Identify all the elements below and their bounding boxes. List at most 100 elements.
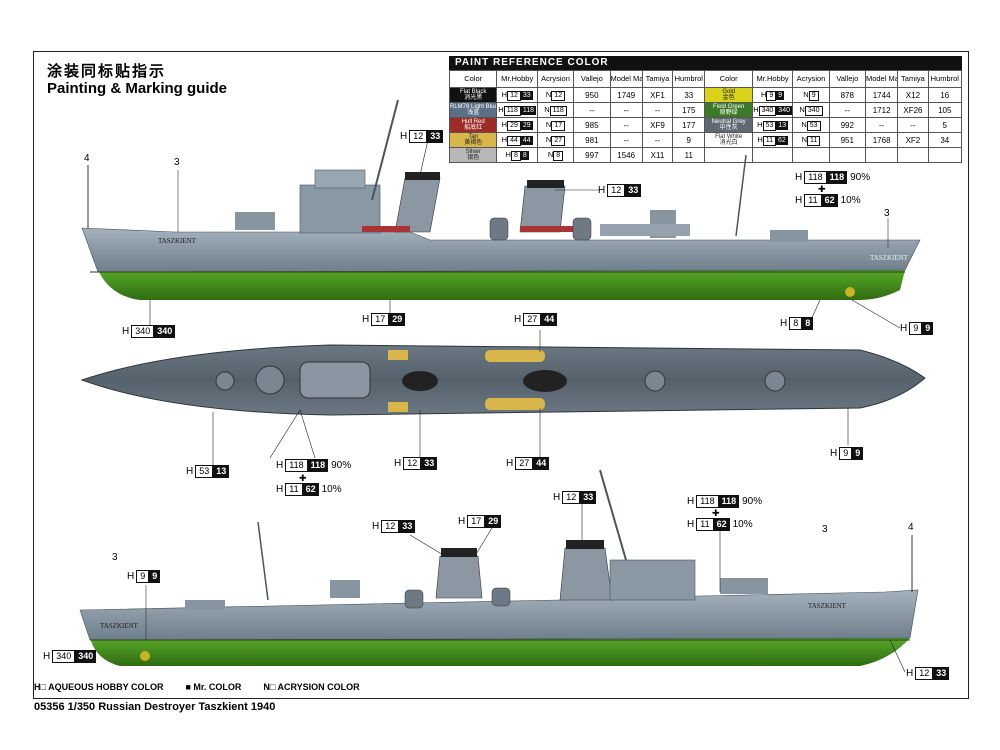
paint-swatch-name: Flat White <box>715 133 743 140</box>
n-prefix: N <box>545 134 552 144</box>
foremast-2 <box>599 469 627 561</box>
n-prefix: N <box>547 149 554 159</box>
bridge-block-2 <box>609 559 696 601</box>
paint-swatch-cn: 黄褐色 <box>464 140 483 146</box>
paint-header-1-4: Model Master <box>864 70 899 88</box>
paint-mrhobby-1-4 <box>751 147 794 163</box>
mr-color-code: 9 <box>776 90 785 100</box>
mr-color-code: 118 <box>520 105 537 115</box>
paint-swatch-name: RLM78 Light Blue <box>450 103 497 110</box>
paint-swatch-cn: 船底红 <box>464 125 483 131</box>
paint-swatch-cn: 银色 <box>467 155 480 161</box>
acrysion-code: 340 <box>804 105 823 116</box>
acrysion-code: 53 <box>806 120 821 131</box>
paint-swatch-cn: 原野绿 <box>719 110 738 116</box>
mr-color-code: 8 <box>520 150 529 160</box>
gun-turret-2 <box>215 371 235 391</box>
paint-tamiya-0-4: X11 <box>641 147 674 163</box>
ship-profile-bottom <box>79 469 919 666</box>
aqueous-code: 53 <box>762 120 777 131</box>
paint-swatch-name: Neutral Grey <box>711 118 746 125</box>
hull-lower-green-2 <box>90 638 910 666</box>
funnel-aft-top <box>523 370 567 392</box>
mr-color-code: 44 <box>520 135 533 145</box>
paint-swatch-name: Silver <box>465 148 481 155</box>
h-prefix: H <box>501 119 508 129</box>
paint-swatch-name: Field Green <box>712 103 745 110</box>
title-english: Painting & Marking guide <box>47 80 228 97</box>
mr-color-code: 340 <box>776 105 792 115</box>
footer-kit-title: 05356 1/350 Russian Destroyer Taszkient … <box>34 701 276 713</box>
n-prefix: N <box>545 89 552 99</box>
n-prefix: N <box>801 134 808 144</box>
funnel-fore-2 <box>559 547 613 601</box>
ship-plan-view <box>80 344 926 416</box>
aqueous-code: 11 <box>762 135 777 146</box>
paint-humbrol-1-4 <box>927 147 963 163</box>
acrysion-code: 118 <box>549 105 567 116</box>
aqueous-code: 29 <box>507 120 521 131</box>
ship-name-label-3: TASZKIENT <box>100 622 138 630</box>
legend-aqueous: H□ AQUEOUS HOBBY COLOR <box>34 682 164 692</box>
color-code-legend: H□ AQUEOUS HOBBY COLOR ■ Mr. COLOR N□ AC… <box>34 682 360 692</box>
marker-4-bottom: 4 <box>908 522 914 533</box>
paint-mm-0-0: 1749 <box>609 87 643 103</box>
title-chinese: 涂装同标贴指示 <box>47 63 167 80</box>
aqueous-code: 9 <box>766 90 777 101</box>
acrysion-code: 27 <box>551 135 566 146</box>
h-prefix: H <box>760 89 767 99</box>
marker-4-top: 4 <box>84 153 90 164</box>
plus-sign-3: ✚ <box>712 508 720 518</box>
aqueous-code: 118 <box>503 105 521 116</box>
paint-mm-1-4 <box>864 147 899 163</box>
acrysion-code: 12 <box>551 90 566 101</box>
ship-name-label-4: TASZKIENT <box>808 602 846 610</box>
paint-swatch-cn: 中性灰 <box>719 125 738 131</box>
mr-color-code: 33 <box>520 90 533 100</box>
n-prefix: N <box>544 104 550 114</box>
bridge-block <box>299 184 381 234</box>
marker-3-bottom: 3 <box>112 552 118 563</box>
plus-sign-2: ✚ <box>299 473 307 483</box>
paint-header-1-1: Mr.Hobby <box>751 70 794 88</box>
paint-humbrol-0-4: 11 <box>672 147 706 163</box>
h-prefix: H <box>753 104 759 114</box>
paint-table-title: PAINT REFERENCE COLOR <box>449 56 962 70</box>
n-prefix: N <box>545 119 552 129</box>
acrysion-code: 17 <box>551 120 566 131</box>
ship-name-label-1: TASZKIENT <box>158 237 196 245</box>
acrysion-code: 9 <box>808 90 819 101</box>
page-frame <box>33 51 969 699</box>
plus-sign-1: ✚ <box>818 184 826 194</box>
paint-mm-0-1: -- <box>609 102 643 118</box>
h-prefix: H <box>757 134 763 144</box>
